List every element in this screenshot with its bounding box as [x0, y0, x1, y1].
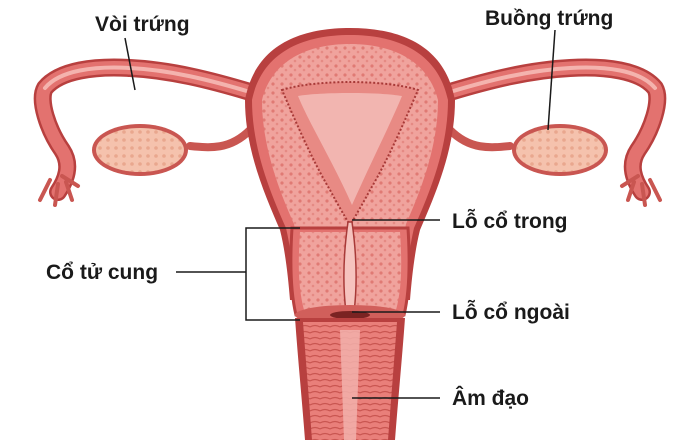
cervix	[289, 221, 411, 325]
label-vagina: Âm đạo	[452, 387, 530, 410]
leader-lines	[124, 29, 556, 399]
leader-fallopian-tube	[124, 37, 136, 91]
right-fallopian-tube	[441, 58, 667, 207]
label-internal-os: Lỗ cổ trong	[452, 210, 568, 233]
label-external-os: Lỗ cổ ngoài	[452, 301, 570, 324]
label-cervix: Cổ tử cung	[46, 261, 159, 284]
right-ovary	[512, 124, 608, 176]
leader-cervix-bracket	[245, 227, 300, 321]
label-fallopian-tube: Vòi trứng	[95, 13, 190, 36]
leader-ovary	[547, 29, 556, 131]
vagina	[295, 318, 405, 440]
label-ovary: Buồng trứng	[485, 7, 614, 30]
left-ovary	[92, 124, 188, 176]
